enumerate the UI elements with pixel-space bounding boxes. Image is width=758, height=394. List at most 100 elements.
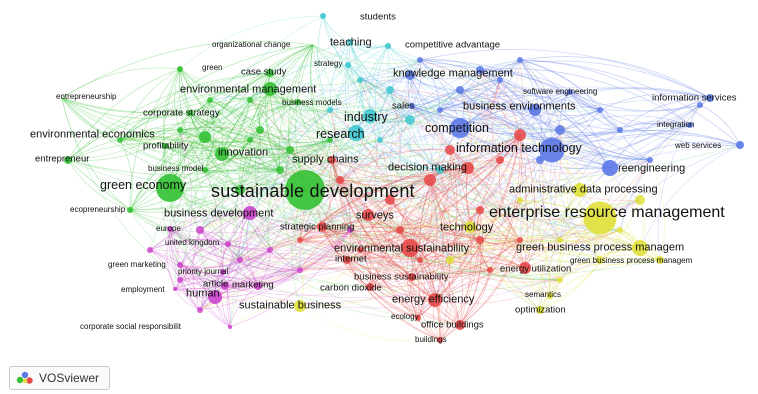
term-node[interactable]	[64, 156, 72, 164]
term-label[interactable]: business model	[148, 164, 204, 173]
term-node[interactable]	[455, 320, 465, 330]
node[interactable]	[197, 307, 203, 313]
node[interactable]	[207, 97, 213, 103]
node[interactable]	[635, 195, 645, 205]
term-node[interactable]	[215, 147, 229, 161]
term-node[interactable]	[263, 82, 277, 96]
term-node[interactable]	[362, 209, 374, 221]
term-label[interactable]: environmental sustainability	[334, 242, 470, 255]
term-node[interactable]	[567, 89, 573, 95]
term-node[interactable]	[243, 206, 257, 220]
node[interactable]	[336, 176, 344, 184]
term-label[interactable]: business environments	[463, 100, 576, 113]
term-label[interactable]: buildings	[415, 335, 447, 344]
term-node[interactable]	[202, 167, 208, 173]
node[interactable]	[436, 166, 444, 174]
node[interactable]	[235, 185, 245, 195]
term-label[interactable]: human	[186, 287, 220, 300]
node[interactable]	[385, 195, 395, 205]
term-node[interactable]	[415, 315, 421, 321]
term-label[interactable]: green marketing	[108, 260, 166, 269]
node[interactable]	[517, 197, 523, 203]
term-label[interactable]: green business process managem	[570, 256, 693, 265]
term-label[interactable]: employment	[121, 285, 165, 294]
term-label[interactable]: teaching	[330, 36, 372, 49]
node[interactable]	[517, 237, 523, 243]
term-label[interactable]: strategic planning	[280, 221, 355, 233]
term-node[interactable]	[285, 170, 325, 210]
term-label[interactable]: green economy	[100, 177, 187, 192]
term-node[interactable]	[167, 226, 173, 232]
term-label[interactable]: energy utilization	[500, 263, 572, 275]
node[interactable]	[327, 137, 333, 143]
term-node[interactable]	[266, 69, 274, 77]
term-node[interactable]	[320, 13, 326, 19]
term-node[interactable]	[539, 137, 565, 163]
term-node[interactable]	[173, 287, 177, 291]
term-node[interactable]	[437, 337, 443, 343]
term-label[interactable]: optimization	[515, 304, 566, 316]
term-label[interactable]: green	[202, 63, 223, 72]
term-label[interactable]: business models	[282, 98, 342, 107]
term-node[interactable]	[366, 283, 374, 291]
term-node[interactable]	[225, 241, 231, 247]
term-node[interactable]	[464, 221, 476, 233]
term-label[interactable]: profitability	[143, 140, 189, 152]
node[interactable]	[597, 107, 603, 113]
term-label[interactable]: reengineering	[618, 162, 686, 175]
term-node[interactable]	[385, 43, 391, 49]
term-node[interactable]	[254, 282, 262, 290]
node[interactable]	[357, 77, 363, 83]
term-label[interactable]: surveys	[356, 209, 394, 222]
term-node[interactable]	[328, 156, 336, 164]
node[interactable]	[256, 126, 264, 134]
node[interactable]	[396, 226, 404, 234]
term-label[interactable]: ecopreneurship	[70, 205, 126, 214]
term-label[interactable]: corporate strategy	[143, 107, 220, 119]
node[interactable]	[476, 66, 484, 74]
term-label[interactable]: research	[316, 126, 365, 141]
node[interactable]	[555, 125, 565, 135]
term-label[interactable]: competition	[425, 120, 489, 135]
node[interactable]	[497, 77, 503, 83]
node[interactable]	[405, 115, 415, 125]
node[interactable]	[647, 157, 653, 163]
term-node[interactable]	[409, 103, 415, 109]
term-label[interactable]: enterprise resource management	[489, 204, 725, 221]
term-node[interactable]	[602, 160, 618, 176]
term-label[interactable]: office buildings	[421, 319, 484, 331]
node[interactable]	[487, 267, 493, 273]
term-node[interactable]	[536, 306, 544, 314]
term-label[interactable]: ecology	[391, 312, 419, 321]
term-node[interactable]	[687, 122, 693, 128]
term-label[interactable]: article	[203, 278, 229, 290]
term-label[interactable]: sustainable development	[211, 181, 415, 201]
node[interactable]	[357, 247, 363, 253]
term-label[interactable]: technology	[440, 221, 494, 234]
term-label[interactable]: united kingdom	[165, 238, 220, 247]
node[interactable]	[347, 227, 353, 233]
node[interactable]	[247, 137, 253, 143]
node[interactable]	[417, 257, 423, 263]
term-label[interactable]: information services	[652, 92, 737, 104]
term-label[interactable]: sales	[392, 100, 415, 112]
node[interactable]	[417, 57, 423, 63]
node[interactable]	[386, 86, 394, 94]
term-node[interactable]	[348, 125, 364, 141]
node[interactable]	[286, 146, 294, 154]
term-label[interactable]: industry	[344, 109, 388, 124]
node[interactable]	[237, 257, 243, 263]
term-label[interactable]: supply chains	[292, 153, 359, 166]
node[interactable]	[177, 127, 183, 133]
node[interactable]	[445, 145, 455, 155]
term-label[interactable]: competitive advantage	[405, 39, 501, 51]
term-node[interactable]	[736, 141, 744, 149]
term-node[interactable]	[363, 109, 377, 123]
term-label[interactable]: priority journal	[178, 267, 229, 276]
term-label[interactable]: energy efficiency	[392, 293, 475, 306]
node[interactable]	[557, 277, 563, 283]
term-node[interactable]	[317, 222, 327, 232]
term-label[interactable]: integration	[657, 120, 695, 129]
term-node[interactable]	[450, 118, 470, 138]
term-label[interactable]: internet	[335, 253, 367, 265]
